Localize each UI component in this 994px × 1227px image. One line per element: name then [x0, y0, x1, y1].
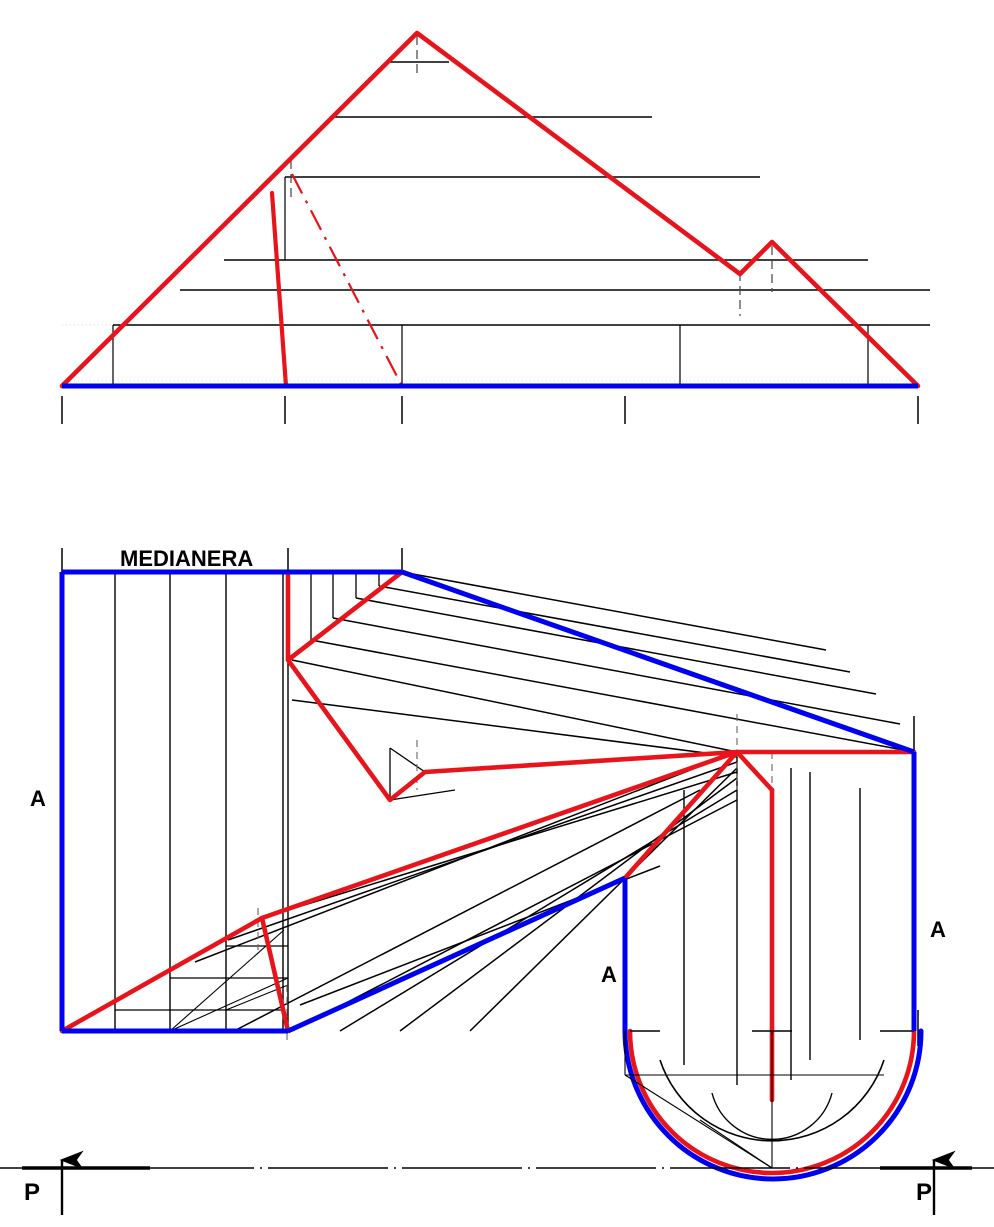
plan-right-block-verticals: [683, 752, 861, 1085]
plan-red-hip-lines: [59, 569, 917, 1103]
elevation-faint-guides: [62, 324, 930, 382]
plan-blue-arc: [622, 1028, 924, 1182]
elevation-projection-ticks: [61, 396, 919, 424]
elevation-centerlines: [290, 36, 773, 316]
elevation-roof-outline: [59, 30, 921, 389]
plan-view: [59, 548, 924, 1182]
ground-reference-line: [0, 1150, 994, 1215]
label-medianera: MEDIANERA: [120, 546, 253, 571]
plan-red-arc: [627, 1028, 917, 1176]
plan-left-wing-courses: [115, 945, 288, 1011]
elevation-hip-line: [269, 190, 289, 389]
elevation-view: [59, 30, 930, 424]
elevation-hidden-hip-line: [291, 173, 403, 387]
plan-blue-eaves: [59, 569, 917, 1034]
label-p-right: P: [916, 1179, 932, 1206]
plan-narrow-band-verticals: [310, 572, 380, 640]
plan-hip-rafters-upper: [291, 571, 915, 758]
plan-arc-construction: [624, 1031, 884, 1169]
plan-left-block-verticals: [114, 572, 289, 1031]
elevation-inner-verticals: [112, 177, 869, 386]
elevation-contour-lines: [113, 61, 930, 326]
label-a-right: A: [930, 917, 946, 942]
label-p-left: P: [24, 1179, 40, 1206]
label-a-middle: A: [601, 962, 617, 987]
label-a-left: A: [30, 786, 46, 811]
